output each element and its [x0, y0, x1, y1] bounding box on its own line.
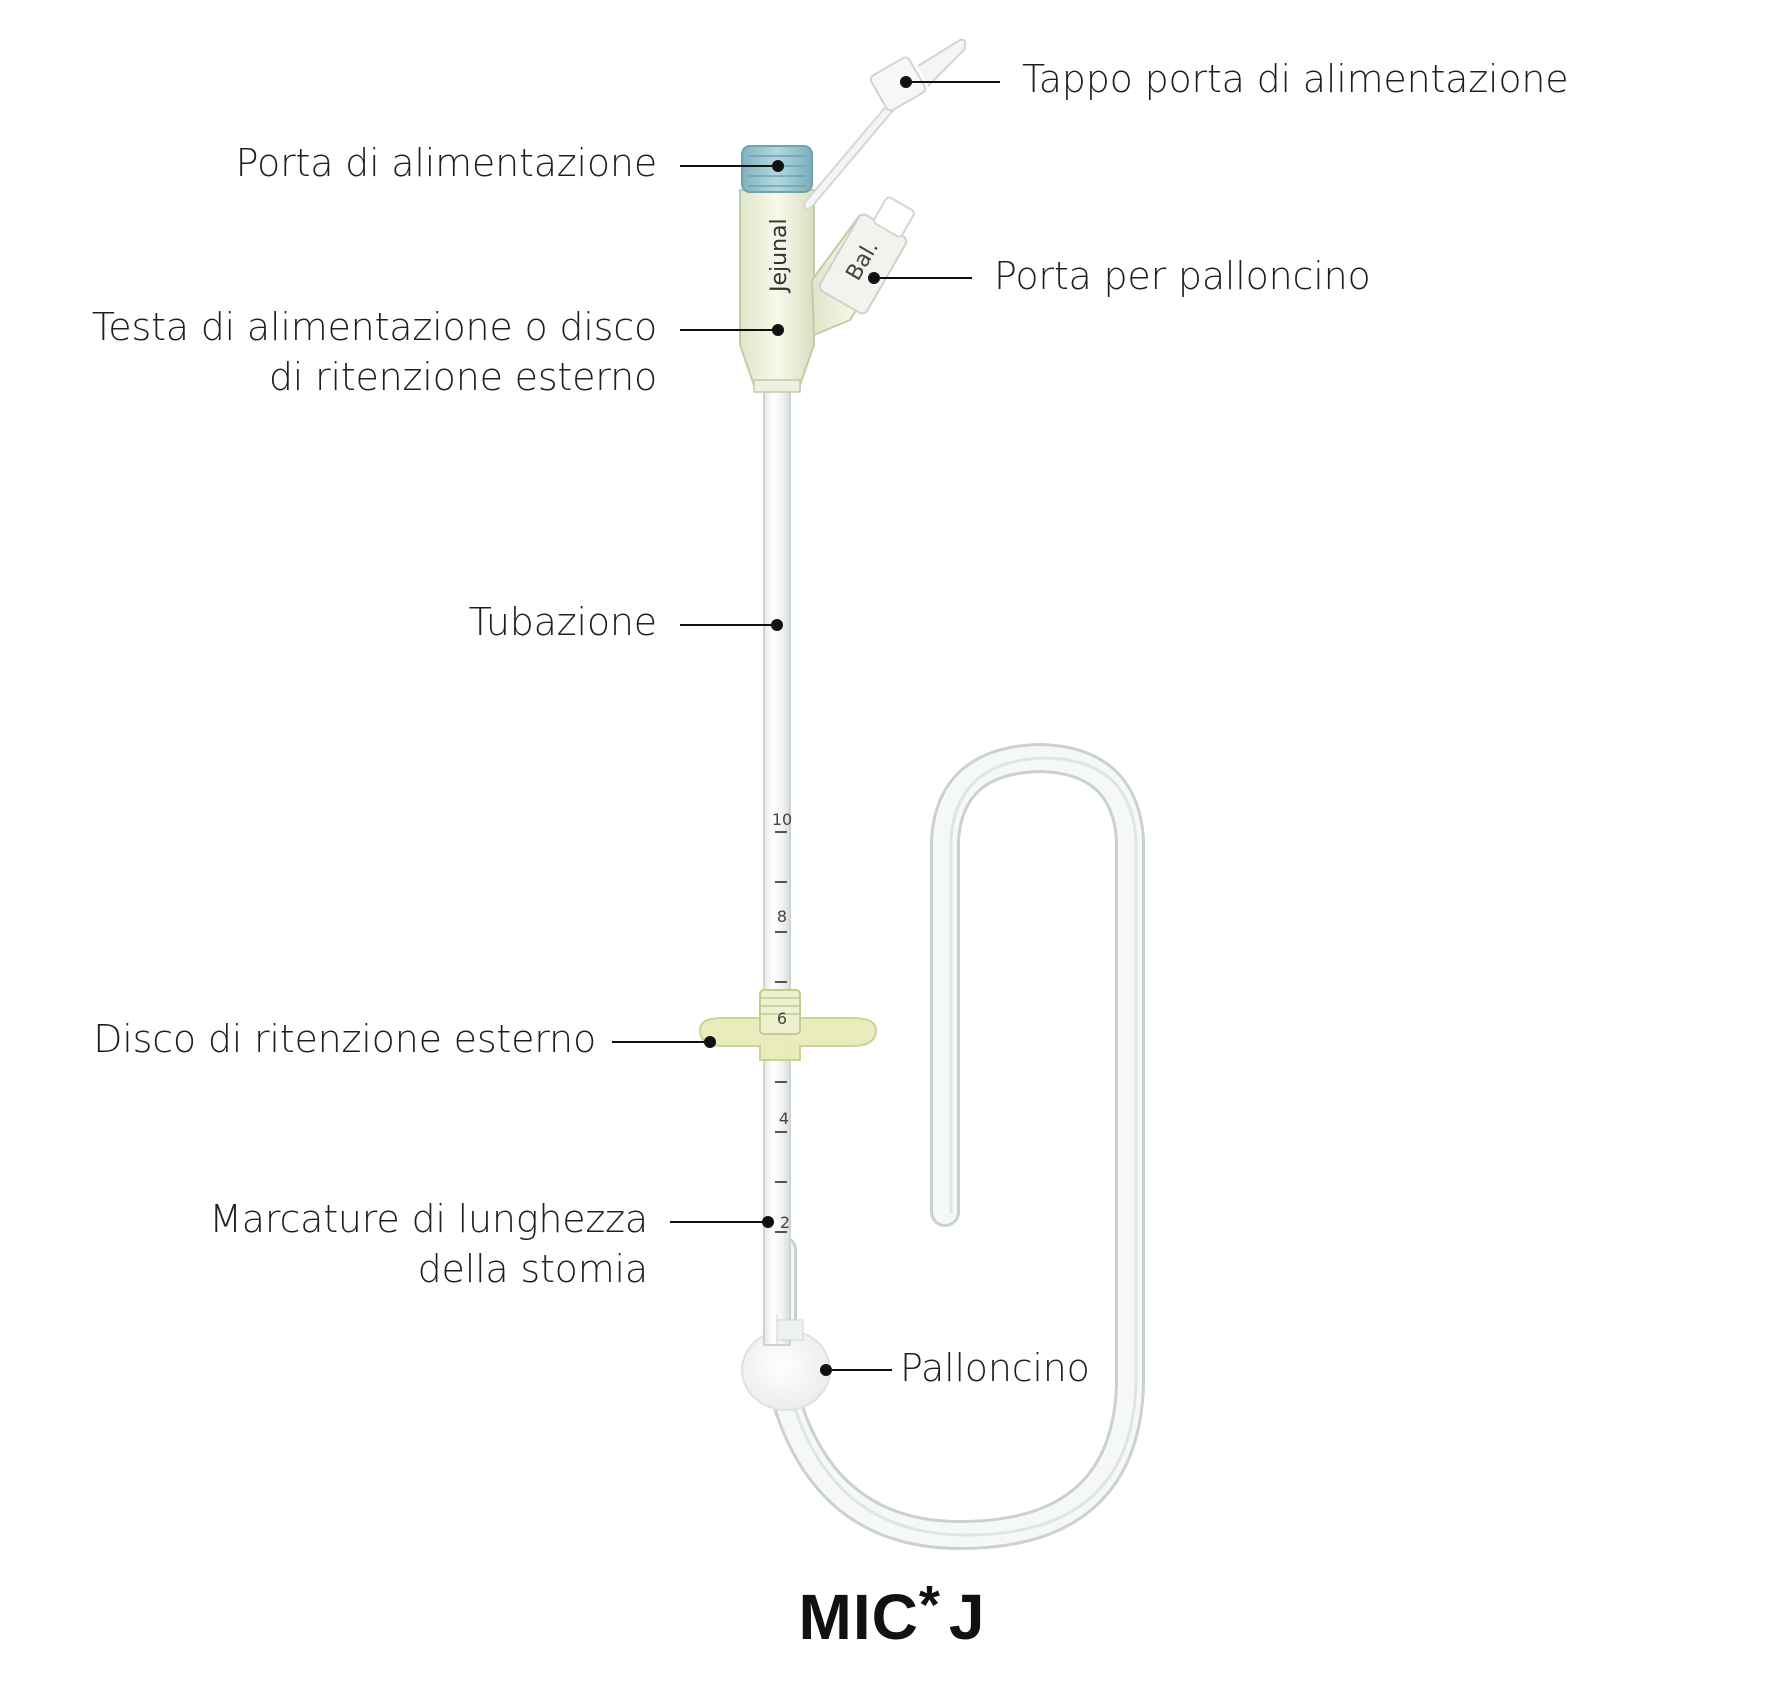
jejunal-marking: Jejunal	[767, 218, 792, 294]
main-tubing	[763, 384, 791, 1346]
label-feeding-head-line-1: Testa di alimentazione o disco	[91, 305, 657, 349]
label-length-markings-line-2: della stomia	[417, 1247, 649, 1291]
jejunal-tube-loop	[767, 742, 1145, 1551]
label-tubing: Tubazione	[468, 600, 658, 644]
product-title: MIC*J	[0, 1575, 1784, 1654]
external-retention-disc	[698, 989, 878, 1061]
scale-mark-6: 6	[777, 1009, 787, 1028]
product-title-name: MIC	[798, 1581, 919, 1653]
label-feeding-head-line-2: di ritenzione esterno	[268, 355, 657, 399]
scale-mark-8: 8	[777, 907, 787, 926]
scale-numbers: 10 8 6 4 2	[772, 810, 792, 1232]
label-feeding-port-cap: Tappo porta di alimentazione	[1022, 57, 1569, 101]
label-external-disc: Disco di ritenzione esterno	[93, 1017, 596, 1061]
feeding-head	[739, 189, 915, 393]
scale-mark-2: 2	[780, 1213, 790, 1232]
leader-lines	[612, 76, 1000, 1376]
scale-mark-4: 4	[779, 1109, 789, 1128]
product-title-suffix: J	[948, 1581, 986, 1653]
label-balloon-port: Porta per palloncino	[994, 254, 1371, 298]
scale-mark-10: 10	[772, 810, 792, 829]
label-balloon: Palloncino	[900, 1346, 1090, 1390]
label-length-markings: Marcature di lunghezza della stomia	[209, 1194, 648, 1294]
label-length-markings-line-1: Marcature di lunghezza	[209, 1197, 648, 1241]
product-title-symbol: *	[918, 1575, 941, 1635]
label-feeding-head: Testa di alimentazione o disco di ritenz…	[92, 302, 657, 402]
feeding-port-cap	[803, 38, 967, 210]
label-feeding-port: Porta di alimentazione	[235, 141, 658, 185]
